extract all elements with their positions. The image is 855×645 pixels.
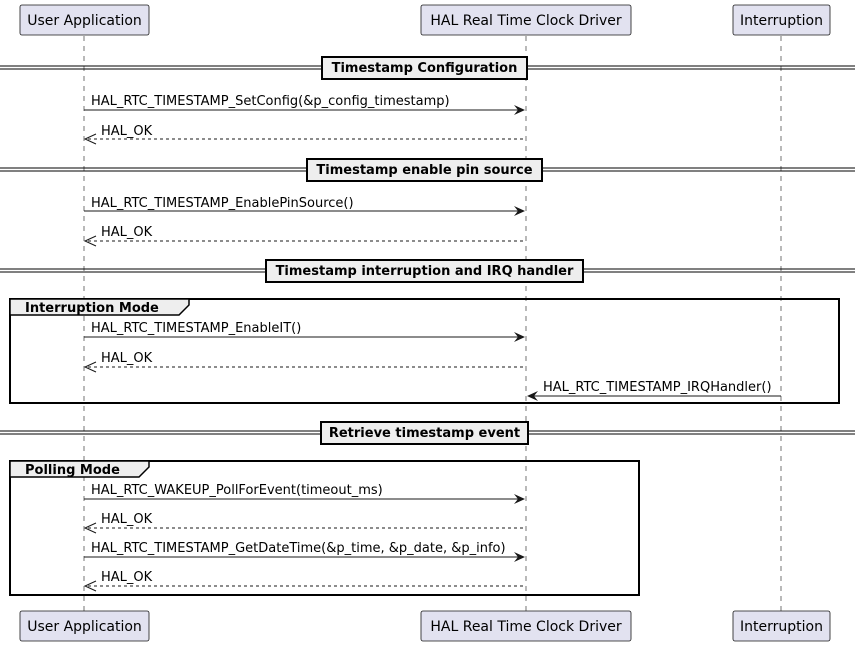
- participant-label: User Application: [27, 13, 142, 29]
- participant-label: Interruption: [740, 619, 823, 635]
- divider-retrieve-timestamp-event: Retrieve timestamp event: [0, 421, 855, 445]
- message-get-date-time: HAL_RTC_TIMESTAMP_GetDateTime(&p_time, &…: [84, 541, 525, 562]
- message-reply-hal-ok: HAL_OK: [83, 225, 526, 247]
- participant-interruption-top[interactable]: Interruption: [732, 4, 831, 36]
- message-enable-it: HAL_RTC_TIMESTAMP_EnableIT(): [84, 321, 525, 342]
- participant-user-application-bottom[interactable]: User Application: [19, 610, 150, 642]
- message-label: HAL_OK: [101, 570, 153, 585]
- message-label: HAL_OK: [101, 512, 153, 527]
- message-label: HAL_OK: [101, 124, 153, 139]
- message-label: HAL_OK: [101, 351, 153, 366]
- participant-hal-driver-top[interactable]: HAL Real Time Clock Driver: [420, 4, 632, 36]
- group-interruption-mode: Interruption Mode: [9, 298, 840, 404]
- message-label: HAL_RTC_TIMESTAMP_EnablePinSource(): [91, 196, 354, 211]
- message-label: HAL_RTC_TIMESTAMP_IRQHandler(): [543, 380, 772, 395]
- divider-label: Retrieve timestamp event: [329, 426, 520, 441]
- divider-label: Timestamp enable pin source: [316, 163, 532, 178]
- message-poll-for-event: HAL_RTC_WAKEUP_PollForEvent(timeout_ms): [84, 483, 525, 504]
- message-enable-pin-source: HAL_RTC_TIMESTAMP_EnablePinSource(): [84, 196, 525, 216]
- message-label: HAL_RTC_TIMESTAMP_SetConfig(&p_config_ti…: [91, 94, 450, 109]
- message-label: HAL_OK: [101, 225, 153, 240]
- participant-label: HAL Real Time Clock Driver: [430, 13, 622, 29]
- message-reply-hal-ok: HAL_OK: [83, 124, 526, 145]
- message-irq-handler: HAL_RTC_TIMESTAMP_IRQHandler(): [527, 380, 781, 401]
- message-reply-hal-ok: HAL_OK: [83, 570, 526, 592]
- divider-timestamp-configuration: Timestamp Configuration: [0, 56, 855, 80]
- message-reply-hal-ok: HAL_OK: [83, 512, 526, 534]
- message-reply-hal-ok: HAL_OK: [83, 351, 526, 373]
- divider-timestamp-interruption: Timestamp interruption and IRQ handler: [0, 259, 855, 283]
- group-polling-mode: Polling Mode: [9, 460, 640, 596]
- message-label: HAL_RTC_TIMESTAMP_EnableIT(): [91, 321, 301, 336]
- message-label: HAL_RTC_TIMESTAMP_GetDateTime(&p_time, &…: [91, 541, 506, 556]
- participant-user-application-top[interactable]: User Application: [19, 4, 150, 36]
- message-label: HAL_RTC_WAKEUP_PollForEvent(timeout_ms): [91, 483, 383, 498]
- divider-label: Timestamp Configuration: [332, 61, 518, 76]
- divider-timestamp-enable-pin-source: Timestamp enable pin source: [0, 158, 855, 182]
- participant-label: User Application: [27, 619, 142, 635]
- participant-interruption-bottom[interactable]: Interruption: [732, 610, 831, 642]
- participant-hal-driver-bottom[interactable]: HAL Real Time Clock Driver: [420, 610, 632, 642]
- divider-label: Timestamp interruption and IRQ handler: [276, 264, 574, 279]
- group-label: Polling Mode: [25, 463, 120, 478]
- message-set-config: HAL_RTC_TIMESTAMP_SetConfig(&p_config_ti…: [84, 94, 525, 115]
- group-label: Interruption Mode: [25, 301, 159, 316]
- participant-label: HAL Real Time Clock Driver: [430, 619, 622, 635]
- participant-label: Interruption: [740, 13, 823, 29]
